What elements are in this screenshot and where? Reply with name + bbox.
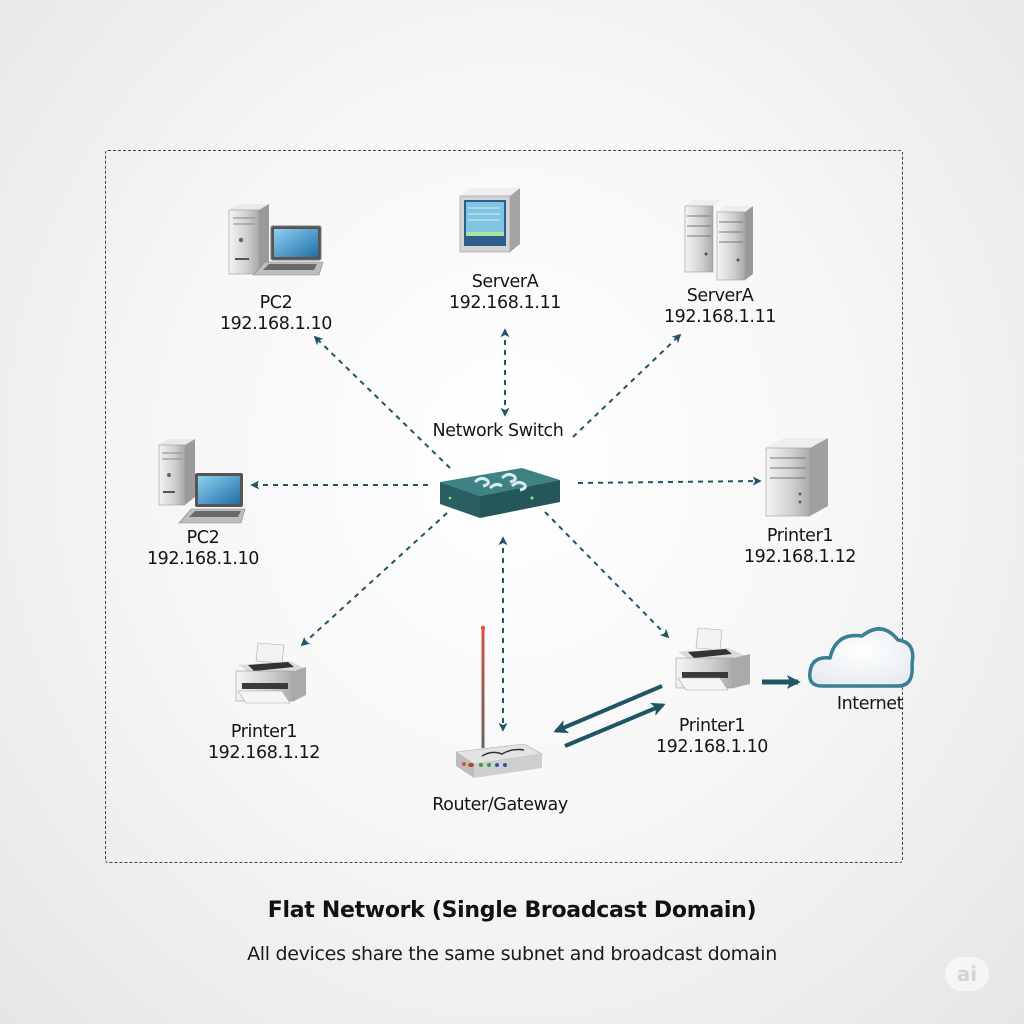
link-switch-pc-top [313,335,451,469]
printer-icon[interactable] [235,642,306,704]
node-ip: 192.168.1.10 [146,549,260,569]
server-monitor-icon[interactable] [459,188,520,253]
node-name: PC2 [259,293,293,313]
broadcast-domain-boundary [105,150,903,863]
link-switch-server-rack [572,333,682,438]
diagram-title: Flat Network (Single Broadcast Domain) [267,898,757,923]
node-label-printer-left: Printer1 192.168.1.12 [207,722,321,764]
links-layer [250,328,801,748]
node-ip: 192.168.1.10 [655,737,769,757]
node-ip: 192.168.1.10 [219,314,333,334]
node-ip: 192.168.1.11 [448,293,562,313]
server-rack-icon[interactable] [684,200,753,281]
node-ip: 192.168.1.11 [663,307,777,327]
link-router-to-printer [564,702,666,748]
node-label-server-top: ServerA 192.168.1.11 [448,272,562,314]
node-label-pc-left: PC2 192.168.1.10 [146,528,260,570]
node-ip: 192.168.1.12 [207,743,321,763]
ai-watermark-badge: ai [945,957,989,991]
link-printer-to-router [553,684,663,734]
node-name: ServerA [471,272,539,292]
hub-label-switch: Network Switch [433,421,564,442]
link-switch-printer-right [544,511,670,639]
node-label-server-rack: ServerA 192.168.1.11 [663,286,777,328]
node-name: Router/Gateway [432,795,568,815]
diagram-subtitle: All devices share the same subnet and br… [247,943,777,965]
node-label-internet: Internet [836,694,904,715]
node-label-router: Router/Gateway [432,795,568,816]
printer-icon[interactable] [675,627,750,691]
node-name: Printer1 [766,526,834,546]
link-switch-printer-right-tower [577,476,762,486]
desktop-laptop-icon[interactable] [228,204,324,276]
link-switch-printer-left [300,512,448,647]
node-name: PC2 [186,528,220,548]
node-name: Printer1 [678,716,746,736]
hub-name: Network Switch [432,421,564,441]
network-switch-icon[interactable] [440,468,560,518]
node-name: Internet [836,694,904,714]
node-label-pc-top: PC2 192.168.1.10 [219,293,333,335]
node-ip: 192.168.1.12 [743,547,857,567]
desktop-laptop-icon[interactable] [158,439,246,524]
node-name: ServerA [686,286,754,306]
node-name: Printer1 [230,722,298,742]
server-tower-icon[interactable] [765,438,828,517]
router-icon[interactable] [455,625,543,778]
node-label-printer-right: Printer1 192.168.1.10 [655,716,769,758]
node-label-printer-right-tower: Printer1 192.168.1.12 [743,526,857,568]
cloud-icon[interactable] [808,627,915,688]
